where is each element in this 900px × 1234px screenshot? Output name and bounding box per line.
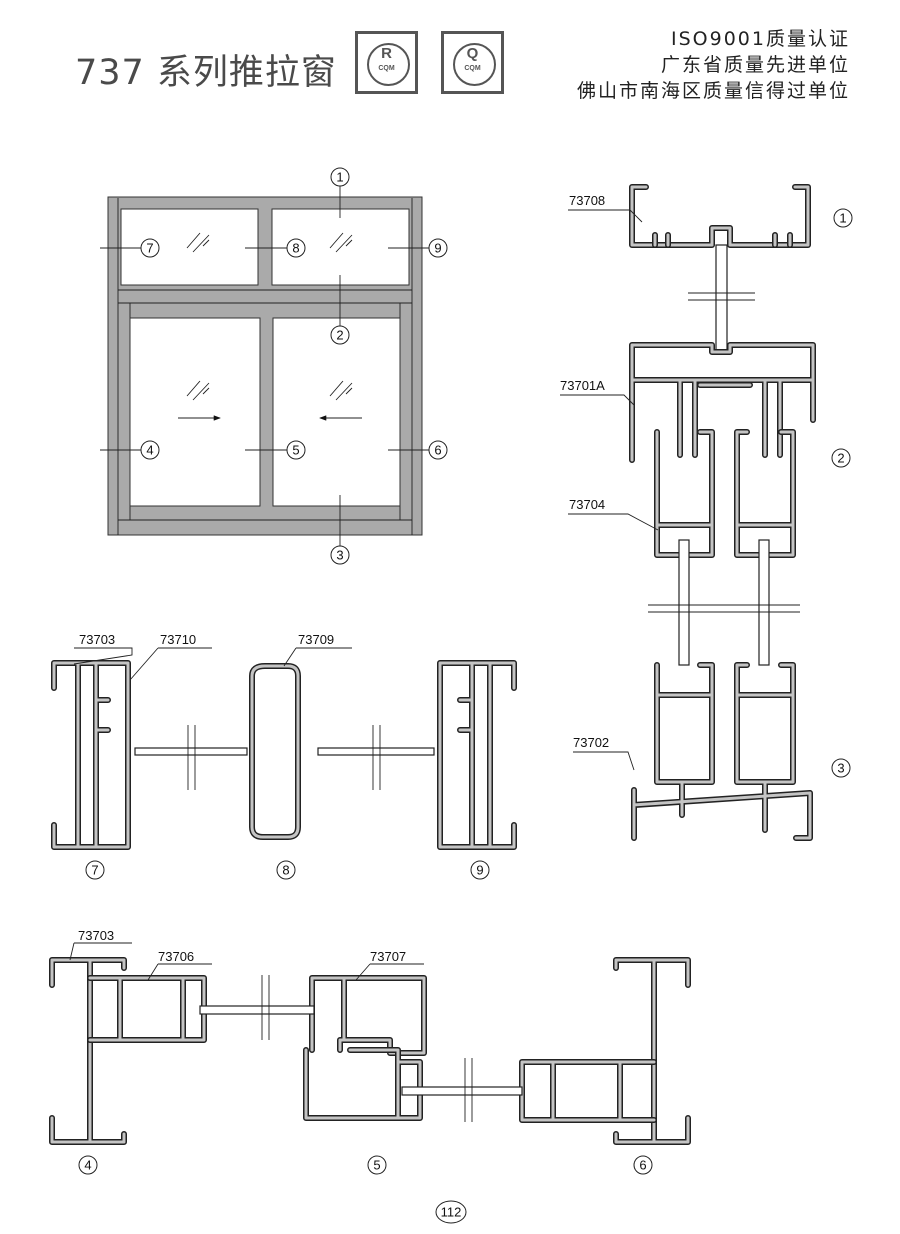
profile-73703-left xyxy=(49,957,127,1145)
callout-4: 4 xyxy=(140,440,160,460)
callout-7: 7 xyxy=(85,860,105,880)
callout-8: 8 xyxy=(276,860,296,880)
callout-5: 5 xyxy=(286,440,306,460)
cert-line: 广东省质量先进单位 xyxy=(660,54,850,76)
label-73702: 73702 xyxy=(573,735,609,750)
callout-6: 6 xyxy=(633,1155,653,1175)
label-73707: 73707 xyxy=(370,949,406,964)
profile-73703-right xyxy=(613,957,691,1145)
svg-text:9: 9 xyxy=(434,241,441,256)
page-number: 112 xyxy=(435,1200,467,1224)
svg-text:5: 5 xyxy=(292,443,299,458)
profile-73708 xyxy=(629,184,811,248)
profile-wall xyxy=(519,1059,657,1123)
vertical-section: 73708 73701A 73704 73702 1 2 3 xyxy=(560,184,853,841)
svg-text:5: 5 xyxy=(373,1158,380,1173)
callout-3: 3 xyxy=(831,758,851,778)
callout-8: 8 xyxy=(286,238,306,258)
profile-wall-fill xyxy=(438,661,516,849)
profile-wall-fill xyxy=(310,976,426,1055)
profile-73706 xyxy=(87,975,207,1043)
profile-wall xyxy=(303,1047,423,1121)
label-73706: 73706 xyxy=(158,949,194,964)
svg-text:1: 1 xyxy=(336,170,343,185)
profile-wall-fill xyxy=(304,1048,422,1120)
profile-73709 xyxy=(249,663,301,840)
profile-wall-fill xyxy=(614,958,690,1144)
svg-text:6: 6 xyxy=(434,443,441,458)
svg-text:4: 4 xyxy=(84,1158,91,1173)
svg-text:8: 8 xyxy=(282,863,289,878)
profile-wall-fill xyxy=(653,233,792,247)
profile-73703-left xyxy=(51,660,131,850)
profile-wall-fill xyxy=(250,664,300,839)
svg-text:112: 112 xyxy=(441,1205,462,1220)
callout-1: 1 xyxy=(330,167,350,187)
svg-text:6: 6 xyxy=(639,1158,646,1173)
svg-text:7: 7 xyxy=(91,863,98,878)
profile-73702 xyxy=(631,662,813,841)
svg-text:4: 4 xyxy=(146,443,153,458)
transom-section: 73703 73710 73709 7 8 9 xyxy=(51,632,517,880)
svg-text:8: 8 xyxy=(292,241,299,256)
profile-wall-fill xyxy=(50,958,126,1144)
svg-text:1: 1 xyxy=(839,211,846,226)
callout-1: 1 xyxy=(833,208,853,228)
callout-2: 2 xyxy=(831,448,851,468)
svg-text:3: 3 xyxy=(336,548,343,563)
callout-7: 7 xyxy=(140,238,160,258)
profile-wall-fill xyxy=(630,343,815,462)
svg-text:9: 9 xyxy=(476,863,483,878)
window-elevation: 1 2 3 4 5 6 7 8 9 xyxy=(100,167,448,565)
callout-9: 9 xyxy=(428,238,448,258)
label-73703: 73703 xyxy=(79,632,115,647)
label-73701A: 73701A xyxy=(560,378,605,393)
profile-wall-fill xyxy=(520,1060,656,1122)
cert-line: ISO9001质量认证 xyxy=(671,28,850,50)
label-73710: 73710 xyxy=(160,632,196,647)
callout-6: 6 xyxy=(428,440,448,460)
callout-5: 5 xyxy=(367,1155,387,1175)
profile-wall-fill xyxy=(52,661,130,849)
profile-wall-fill xyxy=(630,185,810,247)
label-73704: 73704 xyxy=(569,497,605,512)
label-73708: 73708 xyxy=(569,193,605,208)
certifications: ISO9001质量认证 广东省质量先进单位 佛山市南海区质量信得过单位 xyxy=(577,26,850,104)
page-title: 737 系列推拉窗 xyxy=(75,53,337,93)
callout-3: 3 xyxy=(330,545,350,565)
label-73709: 73709 xyxy=(298,632,334,647)
svg-text:7: 7 xyxy=(146,241,153,256)
callout-9: 9 xyxy=(470,860,490,880)
svg-text:3: 3 xyxy=(837,761,844,776)
profile-wall-fill xyxy=(88,976,206,1042)
label-73703: 73703 xyxy=(78,928,114,943)
svg-text:2: 2 xyxy=(837,451,844,466)
profile-73703-right xyxy=(437,660,517,850)
profile-wall-fill xyxy=(632,663,812,840)
sash-section: 73703 73706 73707 4 5 6 xyxy=(49,928,691,1175)
callout-4: 4 xyxy=(78,1155,98,1175)
profile-73707 xyxy=(309,975,427,1056)
cert-line: 佛山市南海区质量信得过单位 xyxy=(576,80,850,102)
glass-hatch-icon xyxy=(186,232,353,401)
svg-text:2: 2 xyxy=(336,328,343,343)
callout-2: 2 xyxy=(330,325,350,345)
